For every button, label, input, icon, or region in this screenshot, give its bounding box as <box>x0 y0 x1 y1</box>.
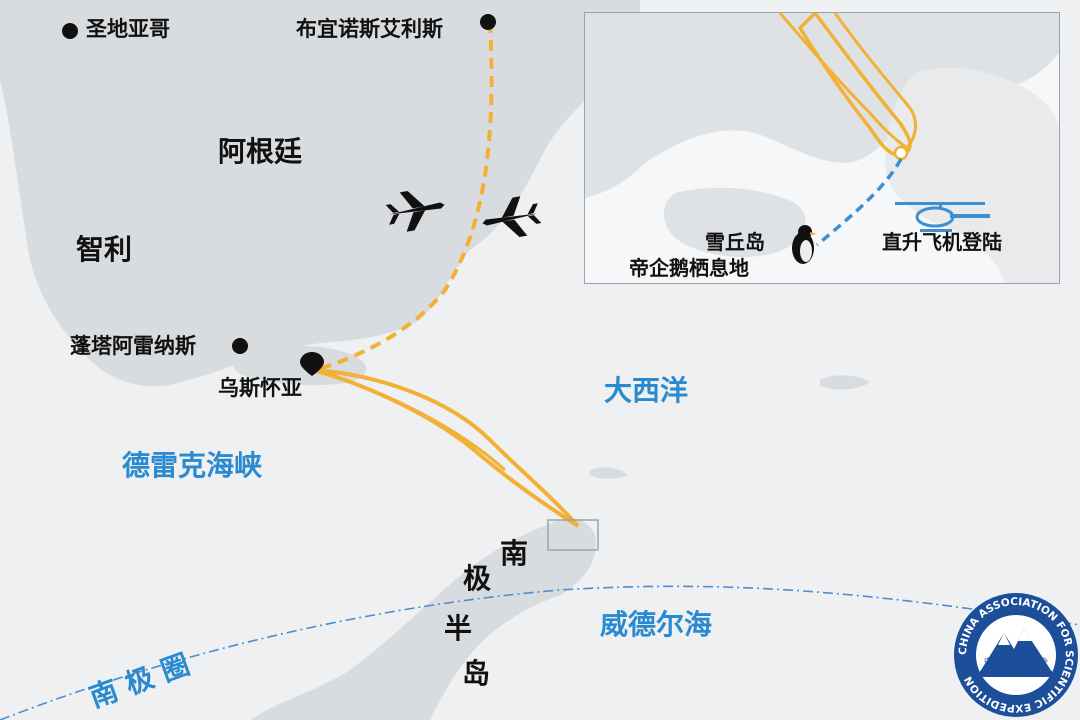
helicopter-landing-label: 直升飞机登陆 <box>882 230 1002 254</box>
buenos-aires-label: 布宜诺斯艾利斯 <box>296 17 443 41</box>
helicopter-route-line <box>815 158 903 247</box>
airplane-icon <box>385 190 445 232</box>
chile-label: 智利 <box>76 233 133 266</box>
ushuaia-label: 乌斯怀亚 <box>218 376 302 400</box>
weddell-sea-label: 威德尔海 <box>600 608 713 641</box>
location-pin-icon <box>300 352 324 376</box>
santiago-label: 圣地亚哥 <box>86 17 170 41</box>
santiago-dot <box>62 23 78 39</box>
buenos-aires-dot <box>480 14 496 30</box>
punta-arenas-dot <box>232 338 248 354</box>
flight-route-line <box>314 21 494 372</box>
inset-map: 雪丘岛 帝企鹅栖息地 直升飞机登陆 <box>584 12 1060 284</box>
helicopter-icon <box>895 202 990 232</box>
antarctic-circle-line <box>0 585 1080 720</box>
airplane-icon <box>482 196 542 238</box>
peninsula-char-2: 极 <box>463 562 492 595</box>
peninsula-char-1: 南 <box>500 537 529 570</box>
antarctic-peninsula-land <box>250 518 596 720</box>
logo-emblem: CHINA ASSOCIATION FOR SCIENTIFIC EXPEDIT… <box>954 593 1078 717</box>
penguin-colony-label: 帝企鹅栖息地 <box>629 256 749 280</box>
logo-cn-text: 中国科学探险协会 <box>984 656 1048 666</box>
argentina-label: 阿根廷 <box>218 135 303 168</box>
penguin-icon <box>792 225 817 264</box>
drake-passage-label: 德雷克海峡 <box>122 449 263 482</box>
inset-locator-box <box>547 519 599 551</box>
south-america-land <box>0 0 640 387</box>
punta-arenas-label: 蓬塔阿雷纳斯 <box>70 334 196 358</box>
landing-point <box>893 145 909 161</box>
atlantic-label: 大西洋 <box>604 374 689 407</box>
snow-hill-island-label: 雪丘岛 <box>705 230 765 254</box>
peninsula-char-4: 岛 <box>462 657 491 690</box>
peninsula-char-3: 半 <box>444 612 473 645</box>
